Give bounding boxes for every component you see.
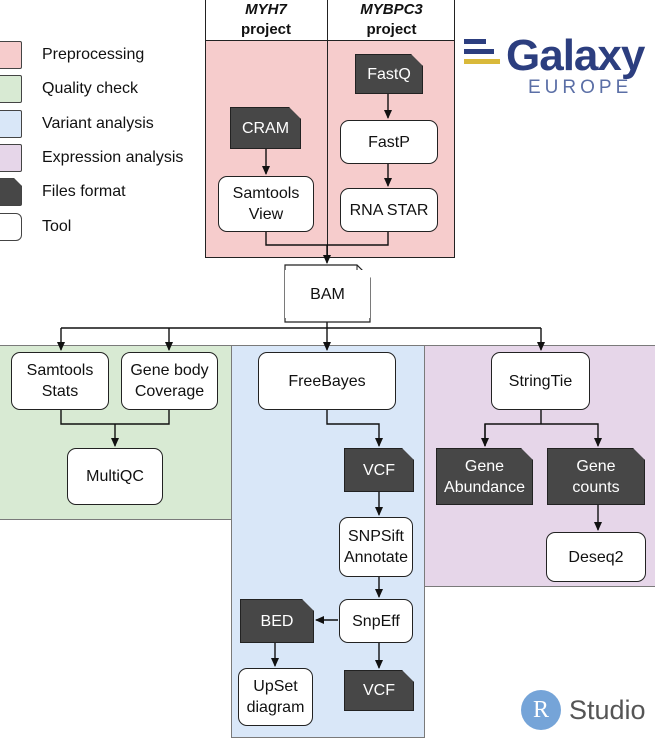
legend-label-files-format: Files format bbox=[42, 183, 126, 200]
node-bam: BAM bbox=[285, 270, 370, 318]
project-header-myh7: MYH7 project bbox=[205, 0, 327, 40]
node-samtools-stats: Samtools Stats bbox=[11, 352, 109, 410]
edge-bam-fanout bbox=[61, 322, 541, 329]
project-name-myh7: MYH7 bbox=[245, 1, 287, 18]
legend-label-expression-analysis: Expression analysis bbox=[42, 149, 184, 166]
node-samtools-view: Samtools View bbox=[218, 176, 314, 232]
edge-qc-multiqc bbox=[60, 410, 170, 446]
node-fastp: FastP bbox=[340, 120, 438, 164]
project-suffix-myh7: project bbox=[240, 21, 291, 38]
legend-swatch-files-format bbox=[0, 178, 22, 206]
node-cram: CRAM bbox=[230, 107, 301, 149]
node-vcf-1: VCF bbox=[344, 448, 414, 492]
node-upset-diagram: UpSet diagram bbox=[238, 668, 313, 726]
node-deseq2: Deseq2 bbox=[546, 532, 646, 582]
node-snpeff: SnpEff bbox=[339, 599, 413, 643]
galaxy-logo-text: Galaxy bbox=[506, 31, 645, 80]
legend-swatch-variant-analysis bbox=[0, 110, 22, 138]
legend-swatch-expression-analysis bbox=[0, 144, 22, 172]
project-name-mybpc3: MYBPC3 bbox=[360, 1, 423, 18]
node-gene-abundance: Gene Abundance bbox=[436, 448, 533, 505]
edge-stringtie-fan bbox=[484, 410, 598, 446]
rstudio-logo: R Studio bbox=[521, 690, 653, 732]
node-freebayes: FreeBayes bbox=[258, 352, 396, 410]
node-rna-star: RNA STAR bbox=[340, 188, 438, 232]
project-suffix-mybpc3: project bbox=[366, 21, 417, 38]
legend-swatch-tool bbox=[0, 213, 22, 241]
legend-label-tool: Tool bbox=[42, 218, 72, 235]
node-gene-body-coverage: Gene body Coverage bbox=[121, 352, 218, 410]
galaxy-mark-icon bbox=[464, 39, 500, 64]
legend-label-preprocessing: Preprocessing bbox=[42, 46, 145, 63]
edge-freebayes-vcf bbox=[326, 410, 383, 447]
node-stringtie: StringTie bbox=[491, 352, 590, 410]
legend-swatch-quality-check bbox=[0, 75, 22, 103]
legend-label-variant-analysis: Variant analysis bbox=[42, 115, 154, 132]
edge-merge-bam bbox=[265, 232, 389, 263]
legend-label-quality-check: Quality check bbox=[42, 80, 139, 97]
galaxy-europe-logo: Galaxy EUROPE bbox=[464, 34, 654, 100]
legend: Preprocessing Quality check Variant anal… bbox=[0, 41, 200, 246]
node-fastq: FastQ bbox=[355, 54, 423, 94]
project-divider bbox=[327, 0, 328, 258]
node-bed: BED bbox=[240, 599, 314, 643]
legend-swatch-preprocessing bbox=[0, 41, 22, 69]
rstudio-r-icon: R bbox=[521, 690, 561, 730]
galaxy-logo-subtext: EUROPE bbox=[528, 77, 633, 98]
project-header-box bbox=[205, 0, 455, 41]
rstudio-logo-text: Studio bbox=[569, 695, 646, 725]
node-multiqc: MultiQC bbox=[67, 448, 163, 505]
node-snpsift-annotate: SNPSift Annotate bbox=[339, 517, 413, 577]
node-gene-counts: Gene counts bbox=[547, 448, 645, 505]
project-header-mybpc3: MYBPC3 project bbox=[328, 0, 455, 40]
node-vcf-2: VCF bbox=[344, 670, 414, 711]
